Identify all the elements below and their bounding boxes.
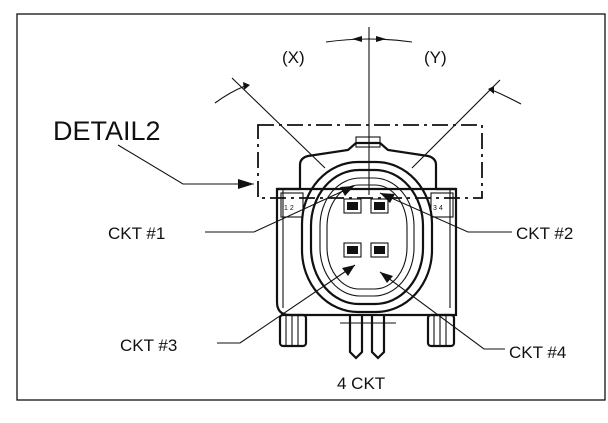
detail-box — [257, 124, 483, 199]
callout-ckt1-label: CKT #1 — [108, 224, 165, 243]
callout-ckt3: CKT #3 — [120, 264, 356, 355]
callout-ckt4: CKT #4 — [379, 271, 566, 362]
terminal-4 — [370, 242, 389, 258]
callout-ckt1: CKT #1 — [108, 185, 355, 243]
callout-ckt3-label: CKT #3 — [120, 336, 177, 355]
terminal-1 — [343, 198, 362, 214]
angle-indicator: (X) (Y) — [214, 27, 522, 195]
detail-label: DETAIL2 — [53, 116, 161, 146]
connector-body: 1 2 3 4 — [275, 136, 458, 360]
terminal-2 — [370, 198, 389, 214]
callout-ckt2: CKT #2 — [379, 192, 573, 243]
angle-x-label: (X) — [282, 48, 305, 67]
callout-ckt2-label: CKT #2 — [516, 224, 573, 243]
detail-leader — [117, 144, 254, 185]
angle-y-label: (Y) — [424, 48, 447, 67]
terminal-3 — [343, 242, 362, 258]
boss-text-right: 3 4 — [433, 205, 443, 212]
drawing-frame — [16, 13, 606, 401]
callout-ckt4-label: CKT #4 — [509, 343, 566, 362]
drawing-caption: 4 CKT — [337, 374, 385, 393]
boss-text-left: 1 2 — [284, 205, 294, 212]
